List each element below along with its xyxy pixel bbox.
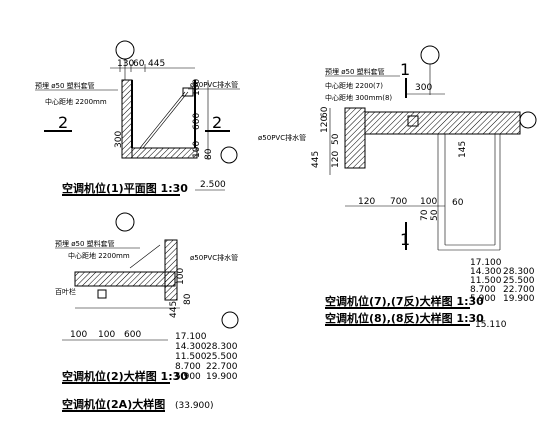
level3-left-4: 5.900 bbox=[470, 294, 496, 304]
dim-100-b3: 100 bbox=[420, 197, 437, 207]
dim-50-b: 50 bbox=[430, 209, 440, 221]
level3-left-2: 11.500 bbox=[470, 276, 502, 286]
dim-120-l2: 120 bbox=[331, 151, 341, 168]
dim-300-top: 300 bbox=[415, 83, 432, 93]
level-left-4: 5.900 bbox=[175, 372, 201, 382]
dim-120-l: 120 bbox=[320, 116, 330, 133]
panel-7-title: 空调机位(7),(7反)大样图 1:30 bbox=[325, 294, 484, 308]
level-right-0: 28.300 bbox=[206, 342, 238, 352]
level-2500: 2.500 bbox=[200, 180, 226, 190]
note-height-7: 中心距地 2200(7) bbox=[325, 81, 383, 90]
dim-120-b: 120 bbox=[358, 197, 375, 207]
note-sleeve-2: 预埋 ø50 塑料套管 bbox=[55, 239, 115, 248]
section-mark-left: 2 bbox=[58, 113, 68, 132]
axis-bubble bbox=[519, 111, 537, 129]
dim-100-b: 100 bbox=[176, 268, 186, 285]
panel-plan-1: 130 60 445 100 600 300 100 80 预埋 ø50 塑料套… bbox=[35, 40, 240, 196]
dim-80: 80 bbox=[204, 148, 214, 160]
dim-100-1: 100 bbox=[70, 330, 87, 340]
note-height-8: 中心距地 300mm(8) bbox=[325, 93, 392, 102]
dim-60-r: 60 bbox=[452, 198, 464, 208]
axis-bubble bbox=[220, 146, 238, 164]
note-louver: 百叶栏 bbox=[55, 287, 76, 296]
level3-left-1: 14.300 bbox=[470, 267, 502, 277]
section-1-top: 1 bbox=[400, 60, 410, 79]
dim-145: 145 bbox=[458, 141, 468, 158]
panel-detail-7-8: 1 1 300 预埋 ø50 塑料套管 中心距地 2200(7) 中心距地 30… bbox=[258, 45, 537, 330]
level-right-1: 25.500 bbox=[206, 352, 238, 362]
section-mark-right: 2 bbox=[212, 113, 222, 132]
note-sleeve: 预埋 ø50 塑料套管 bbox=[35, 81, 95, 90]
axis-bubble bbox=[115, 212, 135, 232]
note-drain-3: ø50PVC排水管 bbox=[258, 133, 306, 142]
dim-445: 445 bbox=[148, 59, 165, 69]
axis-bubble bbox=[420, 45, 440, 65]
level3-right-3: 19.900 bbox=[503, 294, 535, 304]
level-left-2: 11.500 bbox=[175, 352, 207, 362]
panel-1-title: 空调机位(1)平面图 1:30 bbox=[62, 181, 188, 195]
level-left-3: 8.700 bbox=[175, 362, 201, 372]
dim-100-2: 100 bbox=[98, 330, 115, 340]
level-bottom: (33.900) bbox=[175, 401, 214, 411]
note-sleeve-3: 预埋 ø50 塑料套管 bbox=[325, 67, 385, 76]
dim-445-l: 445 bbox=[311, 151, 321, 168]
note-height-2: 中心距地 2200mm bbox=[68, 251, 130, 260]
dim-100-right: 100 bbox=[192, 79, 202, 96]
dim-600: 600 bbox=[192, 113, 202, 130]
note-height: 中心距地 2200mm bbox=[45, 97, 107, 106]
dim-70-b: 70 bbox=[420, 209, 430, 221]
level-15110: 15.110 bbox=[475, 320, 507, 330]
dim-300-left: 300 bbox=[114, 131, 124, 148]
note-drain: ø50PVC排水管 bbox=[190, 80, 238, 89]
note-drain-2: ø50PVC排水管 bbox=[190, 253, 238, 262]
level-left-0: 17.100 bbox=[175, 332, 207, 342]
level-right-2: 22.700 bbox=[206, 362, 238, 372]
dim-60-l: 60 bbox=[320, 106, 330, 118]
dim-80-b: 80 bbox=[183, 293, 193, 305]
level3-left-3: 8.700 bbox=[470, 285, 496, 295]
dim-445-b: 445 bbox=[169, 301, 179, 318]
dim-50-l: 50 bbox=[331, 133, 341, 145]
level-left-1: 14.300 bbox=[175, 342, 207, 352]
axis-bubble bbox=[115, 40, 135, 60]
level3-left-0: 17.100 bbox=[470, 258, 502, 268]
panel-detail-2: 预埋 ø50 塑料套管 中心距地 2200mm ø50PVC排水管 百叶栏 44… bbox=[55, 212, 239, 412]
level3-right-2: 22.700 bbox=[503, 285, 535, 295]
level3-right-0: 28.300 bbox=[503, 267, 535, 277]
panel-8-title: 空调机位(8),(8反)大样图 1:30 bbox=[325, 311, 484, 325]
level-right-3: 19.900 bbox=[206, 372, 238, 382]
level3-right-1: 25.500 bbox=[503, 276, 535, 286]
dim-130: 130 bbox=[117, 59, 134, 69]
dim-60: 60 bbox=[133, 59, 145, 69]
panel-2a-title: 空调机位(2A)大样图 bbox=[62, 397, 165, 411]
dim-700-b: 700 bbox=[390, 197, 407, 207]
axis-bubble bbox=[221, 311, 239, 329]
dim-600-b: 600 bbox=[124, 330, 141, 340]
panel-2-title: 空调机位(2)大样图 1:30 bbox=[62, 369, 188, 383]
dim-100-bottom: 100 bbox=[192, 141, 202, 158]
